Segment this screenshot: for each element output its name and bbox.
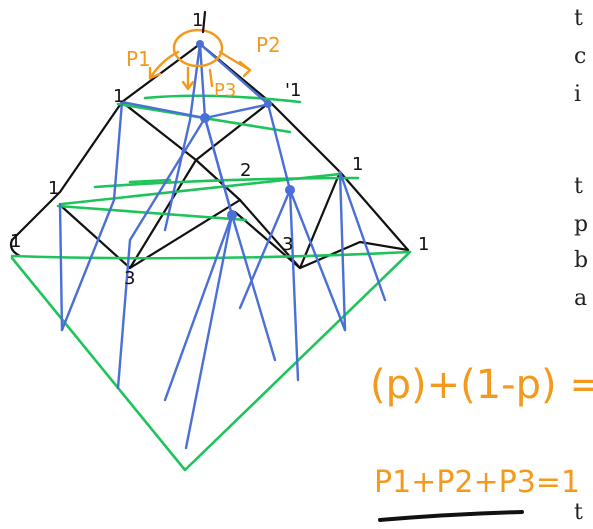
top-node-circle (172, 28, 224, 68)
level-tick (128, 178, 172, 184)
lattice-left-edge (10, 42, 202, 242)
label-right-row3: 1 (352, 154, 363, 175)
node-center-2 (227, 210, 237, 220)
blue-path-h (163, 213, 234, 402)
label-top: 1 (192, 10, 203, 31)
equation-binary: (p)+(1-p) = 1 (370, 362, 593, 408)
level-lines (10, 94, 412, 472)
lattice-inner-6 (298, 240, 410, 270)
level-line-1 (143, 94, 302, 104)
lattice-lines (9, 42, 410, 270)
lattice-right-edge (198, 42, 410, 252)
node-center-3 (285, 185, 295, 195)
lattice-inner-2 (194, 100, 272, 162)
node-center-1 (200, 113, 210, 123)
label-middle-row3: 2 (240, 160, 251, 181)
branch-label-p1: P1 (126, 47, 151, 71)
level-line-2b (56, 204, 248, 222)
level-line-3 (10, 250, 412, 260)
blue-path-e (60, 100, 124, 332)
node-labels: 1 1 '1 1 2 1 3 1 3 1 (10, 10, 429, 289)
blue-path-f (116, 116, 207, 390)
branch-stroke-down (208, 68, 214, 88)
branch-label-p2: P2 (256, 33, 281, 57)
orange-annotation (148, 10, 252, 91)
margin-fragment-3: i (574, 82, 582, 107)
outer-triangle (10, 250, 412, 472)
branch-arrow-left (148, 50, 180, 80)
margin-fragment-2: c (574, 44, 587, 69)
label-inner-row4: 3 (282, 234, 293, 255)
blue-path-k (288, 188, 347, 332)
blue-path-b (198, 42, 300, 382)
equation-underline (378, 510, 524, 522)
label-left-row2: 1 (113, 86, 124, 107)
node-top (196, 40, 204, 48)
blue-path-l (338, 170, 347, 332)
lattice-inner-5 (128, 198, 242, 270)
margin-fragment-8: t (574, 500, 583, 525)
branch-label-p3: P3 (214, 80, 236, 101)
level-line-2c (60, 172, 342, 206)
label-left-row3: 1 (48, 178, 59, 199)
blue-path-o (163, 42, 202, 232)
blue-path-g (203, 116, 277, 362)
blue-paths (58, 42, 387, 450)
top-number-mark (201, 10, 207, 34)
margin-fragment-5: p (574, 212, 589, 237)
blue-path-c (203, 102, 272, 120)
branch-arrow-down (181, 66, 195, 91)
blue-path-j (238, 188, 292, 310)
branch-labels: P1 P2 P3 (126, 33, 281, 101)
branch-arrowhead-left (148, 66, 162, 80)
blue-nodes (196, 40, 295, 220)
label-left-row4: 1 (10, 231, 21, 252)
equation-trinary: P1+P2+P3=1 (374, 465, 580, 500)
margin-fragment-4: t (574, 174, 583, 199)
label-right-row2: '1 (285, 80, 301, 101)
margin-fragment-6: b (574, 248, 589, 273)
blue-path-n (58, 202, 64, 332)
blue-path-i (184, 213, 234, 450)
node-right-1 (264, 100, 272, 108)
label-right-row4: 1 (418, 234, 429, 255)
branch-arrowhead-right (238, 60, 252, 78)
label-bottom-row4: 3 (124, 268, 135, 289)
margin-fragment-7: a (574, 286, 588, 311)
margin-fragment-1: t (574, 6, 583, 31)
blue-path-m (338, 170, 387, 302)
